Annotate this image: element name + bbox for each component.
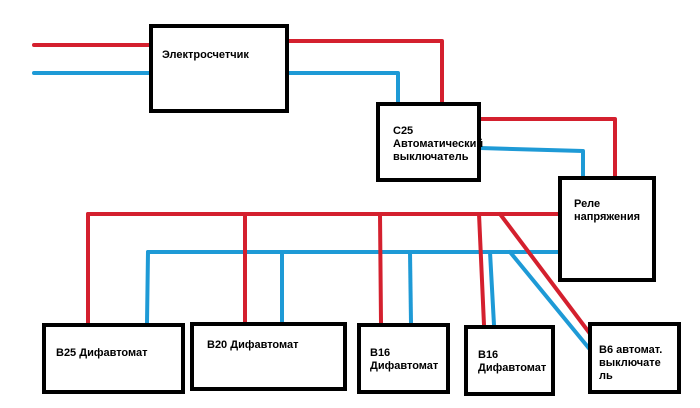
b6-breaker-label: В6 автомат. выключате ль	[599, 344, 663, 382]
b16b-phase-drop	[477, 212, 486, 327]
b6-neutral-diagonal	[508, 250, 594, 354]
b16a-rcbo-box: В16 Дифавтомат	[357, 323, 450, 394]
c25-breaker-box: С25 Автоматический выключатель	[376, 102, 484, 182]
b25-neutral-drop	[145, 250, 150, 325]
electric-meter-box: Электросчетчик	[149, 24, 289, 113]
b25-rcbo-label: В25 Дифавтомат	[56, 347, 148, 359]
meter-to-c25-neutral-wire	[286, 71, 400, 104]
b16b-rcbo-box: В16 Дифавтомат	[464, 325, 555, 396]
b6-breaker-box: В6 автомат. выключате ль	[588, 322, 681, 394]
c25-breaker-label: С25 Автоматический выключатель	[393, 125, 484, 163]
meter-to-c25-phase-wire	[286, 39, 444, 104]
b16a-neutral-drop	[408, 250, 413, 325]
b6-phase-diagonal	[498, 212, 593, 337]
voltage-relay-box: Реле напряжения	[558, 176, 656, 282]
b25-rcbo-box: В25 Дифавтомат	[42, 323, 185, 394]
b16b-rcbo-label: В16 Дифавтомат	[478, 349, 547, 374]
voltage-relay-label: Реле напряжения	[574, 198, 640, 223]
c25-to-relay-phase-wire	[478, 117, 617, 178]
b20-rcbo-box: В20 Дифавтомат	[190, 322, 347, 391]
b20-rcbo-label: В20 Дифавтомат	[207, 339, 299, 351]
b16b-neutral-drop	[488, 250, 496, 327]
c25-to-relay-neutral-wire	[478, 146, 585, 178]
b16a-phase-drop	[378, 212, 383, 325]
electric-meter-label: Электросчетчик	[162, 49, 249, 61]
b16a-rcbo-label: В16 Дифавтомат	[370, 347, 439, 372]
